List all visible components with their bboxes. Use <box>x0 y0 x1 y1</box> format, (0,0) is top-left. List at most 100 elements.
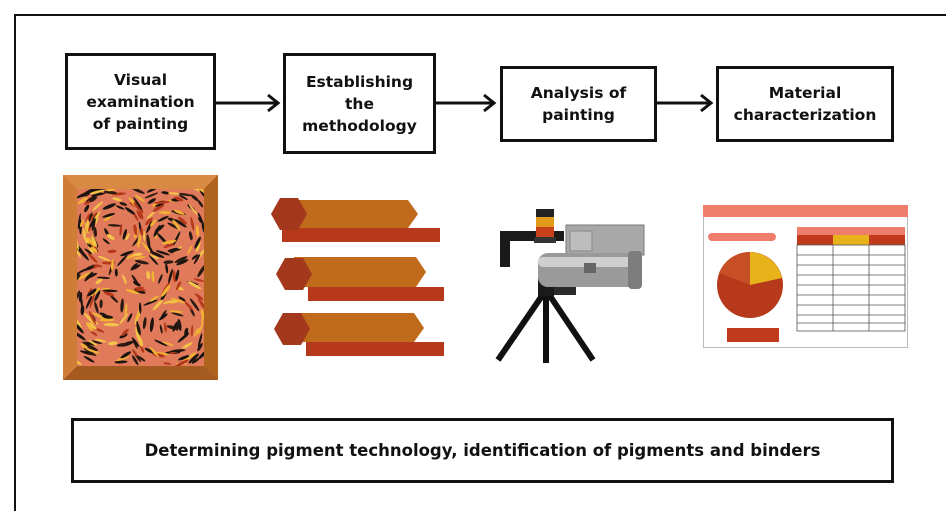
brush-stroke <box>99 312 108 317</box>
brush-stroke <box>167 192 181 195</box>
brush-stroke <box>197 325 202 335</box>
brush-stroke <box>157 215 169 222</box>
brush-stroke <box>87 253 98 264</box>
brush-stroke <box>146 234 151 249</box>
brush-stroke <box>154 203 164 207</box>
conclusion-box: Determining pigment technology, identifi… <box>71 418 894 483</box>
brush-stroke <box>195 224 200 237</box>
brush-stroke <box>174 196 184 202</box>
brush-stroke <box>119 202 128 206</box>
brush-stroke <box>198 298 204 311</box>
brush-stroke <box>174 256 188 263</box>
brush-stroke <box>190 324 194 337</box>
brush-stroke <box>78 272 91 280</box>
brush-stroke <box>91 192 106 197</box>
method-step-row-3 <box>274 313 444 356</box>
brush-stroke <box>175 269 180 282</box>
brush-stroke <box>79 219 85 228</box>
brush-stroke <box>191 254 199 260</box>
brush-stroke <box>94 338 107 343</box>
brush-stroke <box>194 236 201 249</box>
brush-stroke <box>193 254 201 265</box>
brush-stroke <box>77 192 88 199</box>
brush-stroke <box>83 347 97 357</box>
brush-stroke <box>158 313 168 321</box>
brush-stroke <box>140 227 144 237</box>
brush-stroke <box>134 260 149 265</box>
brush-stroke <box>131 355 139 366</box>
brush-stroke <box>156 351 170 356</box>
brush-stroke <box>102 212 116 218</box>
brush-stroke <box>97 255 111 262</box>
brush-stroke <box>90 331 98 336</box>
brush-stroke <box>147 198 156 204</box>
brush-stroke <box>122 274 127 285</box>
brush-stroke <box>152 204 165 212</box>
brush-stroke <box>149 346 159 358</box>
brush-stroke <box>189 204 198 216</box>
brush-stroke <box>91 235 97 247</box>
brush-stroke <box>80 297 83 307</box>
brush-stroke <box>165 263 169 274</box>
brush-stroke <box>92 201 104 211</box>
brush-stroke <box>86 348 100 354</box>
brush-stroke <box>133 252 143 257</box>
brush-stroke <box>146 189 160 193</box>
brush-stroke <box>107 341 118 346</box>
brush-stroke <box>124 303 128 317</box>
brush-stroke <box>184 301 194 311</box>
brush-stroke <box>187 281 202 290</box>
brush-stroke <box>190 216 195 231</box>
brush-stroke <box>89 293 95 309</box>
methodology-steps-icon <box>271 198 444 356</box>
brush-stroke <box>133 281 141 287</box>
brush-stroke <box>191 357 200 364</box>
brush-stroke <box>131 337 140 348</box>
brush-stroke <box>149 317 154 332</box>
brush-stroke <box>161 284 171 297</box>
brush-stroke <box>99 299 103 309</box>
brush-stroke <box>163 322 167 333</box>
brush-stroke <box>154 339 168 347</box>
brush-stroke <box>94 211 101 220</box>
brush-stroke <box>79 350 95 356</box>
step-label: Visual examination of painting <box>86 70 195 133</box>
brush-stroke <box>116 342 127 347</box>
brush-stroke <box>77 331 86 341</box>
brush-stroke <box>103 190 117 195</box>
brush-stroke <box>163 243 175 249</box>
brush-stroke <box>119 333 128 339</box>
brush-stroke <box>110 259 114 271</box>
step-label: Material characterization <box>733 84 877 124</box>
brush-stroke <box>80 343 88 349</box>
brush-stroke <box>163 362 172 365</box>
brush-stroke <box>97 276 110 279</box>
brush-stroke <box>84 248 93 255</box>
brush-stroke <box>85 213 91 223</box>
brush-stroke <box>87 288 97 297</box>
brush-stroke <box>190 194 199 202</box>
brush-stroke <box>89 189 105 195</box>
brush-stroke <box>197 333 203 348</box>
brush-stroke <box>103 291 115 297</box>
brush-stroke <box>136 209 142 220</box>
brush-stroke <box>172 219 181 231</box>
brush-stroke <box>117 254 128 267</box>
brush-stroke <box>102 238 110 245</box>
brush-stroke <box>182 342 193 349</box>
brush-stroke <box>177 192 193 197</box>
brush-stroke <box>200 308 204 320</box>
brush-stroke <box>77 267 90 274</box>
brush-stroke <box>149 255 159 266</box>
brush-stroke <box>91 340 102 344</box>
brush-stroke <box>174 359 189 366</box>
brush-stroke <box>77 197 88 205</box>
brush-stroke <box>134 194 145 202</box>
brush-stroke <box>197 200 204 208</box>
brush-stroke <box>154 201 170 204</box>
brush-stroke <box>134 288 147 292</box>
brush-stroke <box>177 216 187 225</box>
brush-stroke <box>158 210 171 215</box>
brush-stroke <box>172 270 177 283</box>
brush-stroke <box>133 224 138 236</box>
